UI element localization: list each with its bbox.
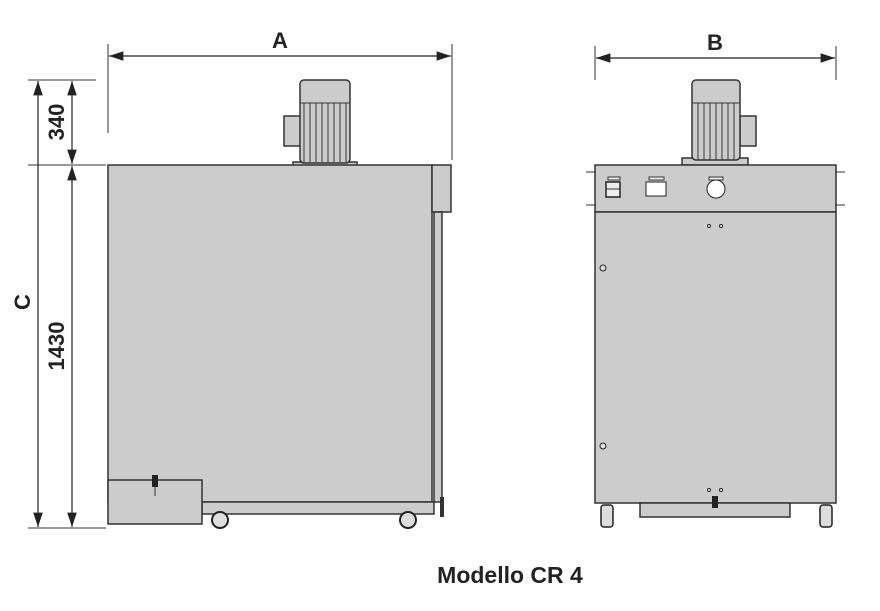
wheel-icon	[399, 511, 417, 529]
dimension-a-label: A	[272, 28, 288, 53]
dimension-c-label: C	[10, 294, 35, 310]
hinge-icon	[599, 442, 607, 450]
wheel-icon	[819, 504, 833, 528]
dimension-1430-label: 1430	[44, 322, 69, 371]
dimension-1430: 1430	[44, 166, 77, 527]
model-caption: Modello CR 4	[437, 562, 583, 588]
wheel-icon	[600, 504, 614, 528]
hinge-icon	[599, 264, 607, 272]
dimension-340: 340	[44, 81, 77, 164]
cabinet-door	[594, 211, 837, 504]
display-window	[645, 181, 667, 197]
front-view	[586, 79, 845, 528]
dimension-c: C	[10, 79, 106, 529]
underframe	[201, 501, 435, 515]
motor-front	[681, 79, 757, 166]
drain-valve-icon	[712, 496, 718, 508]
dimension-340-label: 340	[44, 104, 69, 141]
wheel-icon	[211, 511, 229, 529]
drain-valve-icon	[152, 475, 158, 487]
motor-side	[283, 79, 358, 168]
side-view	[107, 79, 452, 529]
cabinet-side	[107, 164, 433, 503]
dimension-b: B	[594, 30, 837, 80]
drain-tank	[107, 479, 203, 525]
dimension-b-label: B	[707, 30, 723, 55]
side-panel	[431, 164, 452, 213]
gauge-dial	[706, 179, 726, 199]
dimension-a: A	[107, 28, 453, 160]
